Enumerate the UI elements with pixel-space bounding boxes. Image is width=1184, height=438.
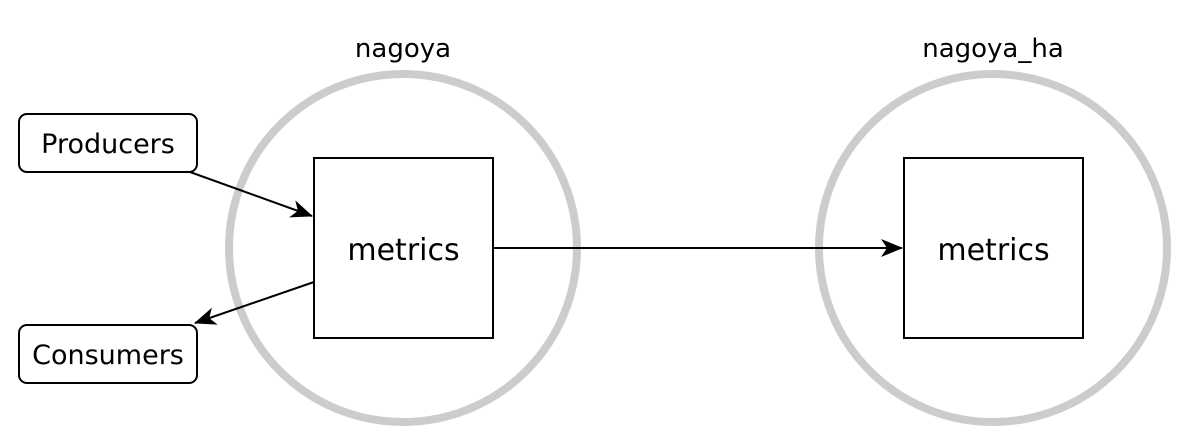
queue-box-nagoya-ha-metrics: [903, 157, 1084, 339]
consumers-box: [18, 324, 198, 384]
arrow-producers-to-metrics: [189, 171, 313, 218]
cluster-nagoya: nagoya metrics: [225, 34, 581, 426]
producers-node: Producers: [18, 113, 198, 173]
consumers-label: Consumers: [32, 340, 184, 371]
cluster-label-nagoya: nagoya: [355, 34, 451, 64]
arrow-metrics-to-consumers: [194, 281, 315, 325]
consumers-node: Consumers: [18, 324, 198, 384]
cluster-label-nagoya-ha: nagoya_ha: [922, 34, 1064, 64]
queue-label-nagoya-ha-metrics: metrics: [937, 233, 1049, 268]
producers-label: Producers: [41, 129, 175, 160]
queue-label-nagoya-metrics: metrics: [347, 233, 459, 268]
producers-box: [18, 113, 198, 173]
cluster-nagoya-ha: nagoya_ha metrics: [815, 34, 1171, 426]
queue-box-nagoya-metrics: [313, 157, 494, 339]
